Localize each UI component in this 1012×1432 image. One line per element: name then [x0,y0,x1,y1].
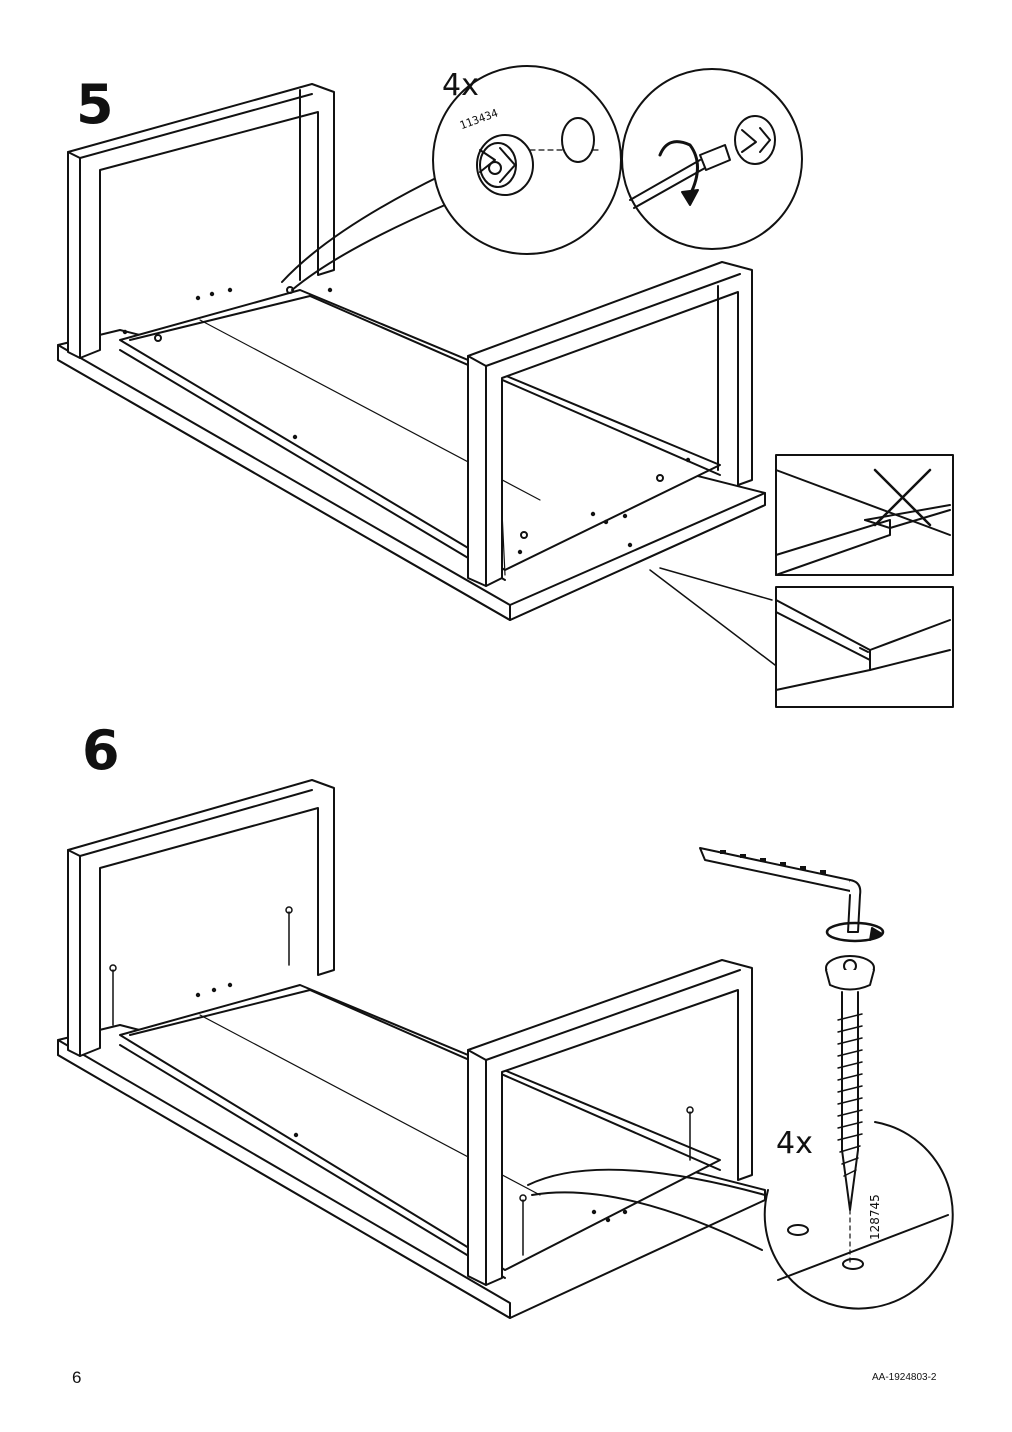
screw-icon [825,955,875,1263]
cross-mark-icon [873,468,932,527]
step5-rotate-detail-circle [621,68,803,250]
step-6-quantity: 4x [776,1126,813,1161]
step6-detail-circle [763,1121,954,1310]
rotate-arrow-icon [658,140,699,206]
page-number: 6 [72,1368,82,1387]
step6-table-frame-illustration [57,779,766,1319]
correct-joint-panel [775,586,954,708]
step-6-number: 6 [82,719,120,782]
step5-cam-lock-detail-circle [432,65,622,255]
allen-key-icon [699,847,862,933]
cam-lock-icon [476,117,601,196]
step-5-number: 5 [76,73,114,136]
step5-table-frame-illustration [57,83,766,621]
document-code: AA-1924803-2 [872,1372,937,1383]
incorrect-joint-panel [775,454,954,576]
step-5-quantity: 4x [442,68,479,103]
step6-rotate-arrow-icon [825,921,885,943]
step-6-part-number: 128745 [868,1194,882,1240]
